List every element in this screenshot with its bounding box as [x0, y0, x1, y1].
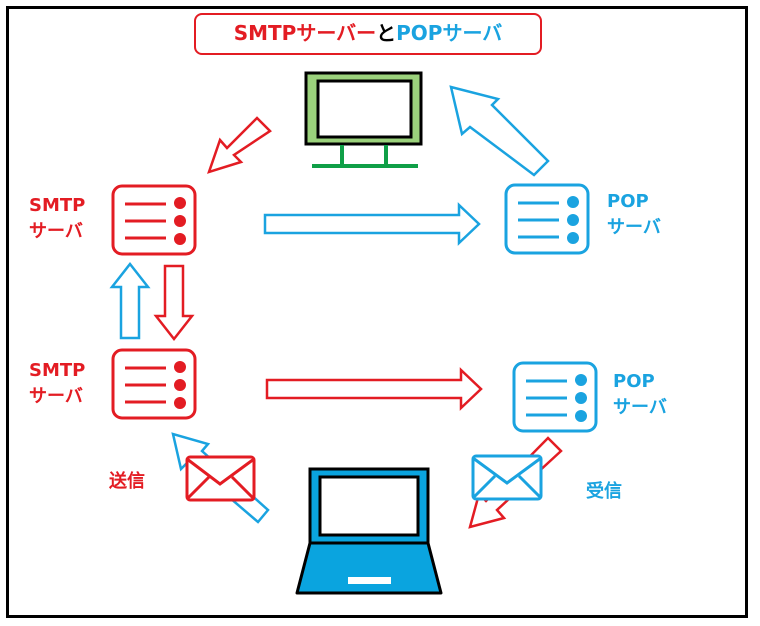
laptop-icon — [295, 467, 443, 595]
smtp-top-label-line1: SMTP — [29, 195, 86, 216]
arrow-smtp-bottom-to-top — [109, 261, 151, 340]
smtp-server-top-icon — [111, 184, 197, 256]
arrow-desktop-to-smtp — [207, 116, 272, 174]
arrow-pop-to-desktop — [449, 85, 550, 177]
pop-bottom-label: POP サーバ — [613, 369, 667, 421]
pop-top-label: POP サーバ — [607, 189, 661, 241]
smtp-top-label: SMTP サーバ — [29, 193, 85, 245]
diagram-title: SMTPサーバーとPOPサーバ — [194, 13, 542, 55]
smtp-bottom-label-line1: SMTP — [29, 360, 86, 381]
pop-bottom-label-line2: サーバ — [613, 397, 667, 418]
receive-envelope-icon — [471, 454, 543, 501]
pop-server-top-icon — [504, 183, 590, 255]
desktop-computer-icon — [304, 71, 423, 168]
title-connector-text: と — [376, 21, 397, 45]
arrow-smtp-to-pop-bottom — [265, 367, 483, 411]
send-envelope-icon — [185, 455, 256, 502]
pop-top-label-line2: サーバ — [607, 217, 661, 238]
send-label: 送信 — [109, 471, 145, 492]
smtp-top-label-line2: サーバ — [29, 221, 83, 242]
smtp-server-bottom-icon — [111, 348, 197, 420]
diagram-frame — [6, 6, 748, 618]
arrow-smtp-top-to-bottom — [153, 264, 195, 342]
receive-label: 受信 — [586, 481, 622, 502]
pop-bottom-label-line1: POP — [613, 371, 655, 392]
smtp-bottom-label: SMTP サーバ — [29, 358, 85, 410]
pop-top-label-line1: POP — [607, 191, 649, 212]
arrow-smtp-to-pop-top — [263, 202, 481, 246]
title-pop-text: POPサーバ — [396, 21, 503, 45]
title-smtp-text: SMTPサーバー — [233, 21, 377, 45]
smtp-bottom-label-line2: サーバ — [29, 386, 83, 407]
pop-server-bottom-icon — [512, 361, 598, 433]
